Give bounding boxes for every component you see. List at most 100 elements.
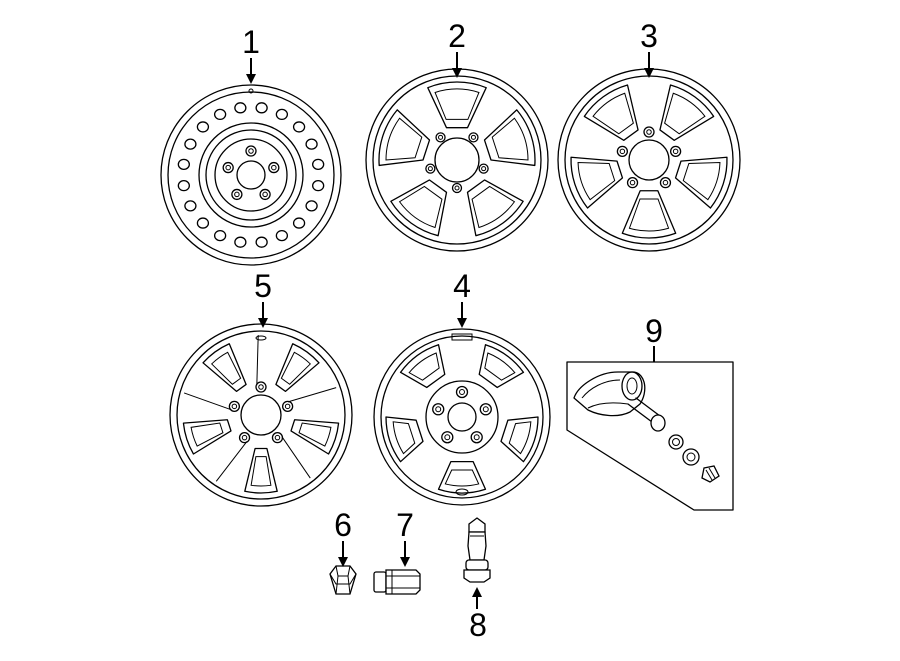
callout-4-arrow [457, 302, 467, 328]
lug-hole-inner [241, 434, 248, 441]
vent-hole [177, 158, 190, 171]
spoke-window-inset [508, 421, 532, 455]
spoke-edge [183, 392, 232, 411]
lug-hole-inner [225, 164, 231, 171]
lug-hole-inner [258, 384, 264, 390]
valve-stem-icon [463, 517, 491, 583]
spoke-window-inset [592, 92, 634, 135]
spoke-window-inset [577, 161, 616, 201]
lug-hole-inner [274, 434, 281, 441]
callout-5-label: 5 [254, 268, 272, 304]
vent-hole [234, 102, 247, 114]
spoke-window-inset [385, 117, 423, 161]
spoke-window [182, 419, 232, 455]
lug-hole-inner [470, 134, 476, 140]
vent-hole [255, 102, 268, 114]
vent-hole [213, 108, 227, 121]
wheel-4-alloy[interactable]: 4 [373, 268, 551, 506]
spoke-window [583, 84, 639, 141]
wheel-5-alloy[interactable]: 5 [169, 268, 353, 507]
lug-hole [425, 163, 436, 174]
vent-hole [275, 108, 289, 121]
spoke-window [290, 419, 340, 455]
lug-hole-inner [646, 129, 652, 135]
spoke-window-inset [190, 422, 224, 447]
spoke-window-inset [682, 161, 721, 201]
callout-1-label: 1 [242, 24, 260, 60]
spoke-window-inset [491, 117, 529, 161]
lug-hole [479, 403, 492, 416]
spoke-window-inset [484, 352, 516, 381]
spoke-window [570, 156, 624, 209]
lug-hole-inner [435, 406, 442, 413]
vent-hole [196, 121, 210, 133]
wheel-icon [365, 68, 549, 252]
lug-hole [478, 163, 489, 174]
spoke-window [275, 343, 320, 393]
spoke-window-inset [280, 351, 312, 385]
wheel-icon [557, 68, 741, 252]
vent-hole [292, 217, 306, 229]
vent-hole [255, 236, 268, 248]
spoke-window-inset [398, 185, 443, 229]
vent-hole [312, 158, 325, 171]
lug-hole [245, 145, 257, 157]
vent-hole [292, 121, 306, 133]
lug-hole [432, 403, 445, 416]
callout-7-label: 7 [396, 507, 414, 543]
lug-hole [455, 385, 469, 399]
spoke-window [399, 344, 446, 389]
lug-hole-inner [481, 166, 487, 172]
wheel-2-alloy[interactable]: 2 [365, 18, 549, 252]
callout-8-label: 8 [469, 607, 487, 643]
spoke-window [466, 179, 524, 237]
lug-hole [255, 381, 267, 393]
lug-hole [271, 432, 284, 444]
lug-hole [451, 182, 463, 194]
tire-pressure-sensor-icon [573, 371, 720, 483]
spoke-window [437, 460, 487, 494]
spoke-window-inset [250, 456, 272, 487]
callout-2-label: 2 [448, 18, 466, 54]
wheel-icon [169, 323, 353, 507]
vent-hole [196, 217, 210, 229]
wheel-1-steel[interactable]: 1 [160, 24, 342, 266]
spoke-edge [281, 436, 311, 479]
lug-hole-inner [662, 179, 669, 186]
vent-hole [184, 200, 197, 212]
spoke-window [202, 343, 247, 393]
vent-hole [305, 200, 318, 212]
lug-hole [616, 145, 629, 157]
lug-hole [222, 161, 234, 174]
lug-hole [659, 177, 672, 189]
spoke-window-inset [471, 185, 516, 229]
spoke-window [621, 190, 677, 239]
spoke-window-inset [628, 198, 670, 232]
spoke-window [674, 156, 728, 209]
vent-hole [184, 138, 197, 150]
vent-hole [275, 229, 289, 242]
callout-1-arrow [246, 58, 256, 84]
spoke-window [427, 81, 487, 129]
wheel-3-alloy[interactable]: 3 [557, 18, 741, 252]
spoke-window [244, 447, 278, 494]
lug-hole [231, 188, 243, 201]
lug-hole [441, 431, 454, 444]
lug-hole-inner [672, 148, 679, 155]
hex-nut-icon [329, 565, 357, 595]
part-8-valve-stem[interactable]: 8 [463, 517, 491, 643]
spoke-window-inset [298, 422, 332, 447]
spoke-window [659, 84, 715, 141]
part-6-lug-nut[interactable]: 6 [329, 507, 357, 595]
spoke-window [478, 344, 525, 389]
lug-hole-inner [284, 403, 291, 410]
spoke-window [378, 109, 431, 167]
lug-hole-inner [444, 434, 451, 441]
part-9-tpms-kit[interactable]: 9 [566, 313, 734, 511]
vent-hole [234, 236, 247, 248]
part-7-lug-nut[interactable]: 7 [373, 507, 421, 595]
lug-hole-inner [231, 403, 238, 410]
spoke-edge [287, 387, 337, 403]
lug-hole [669, 145, 682, 157]
